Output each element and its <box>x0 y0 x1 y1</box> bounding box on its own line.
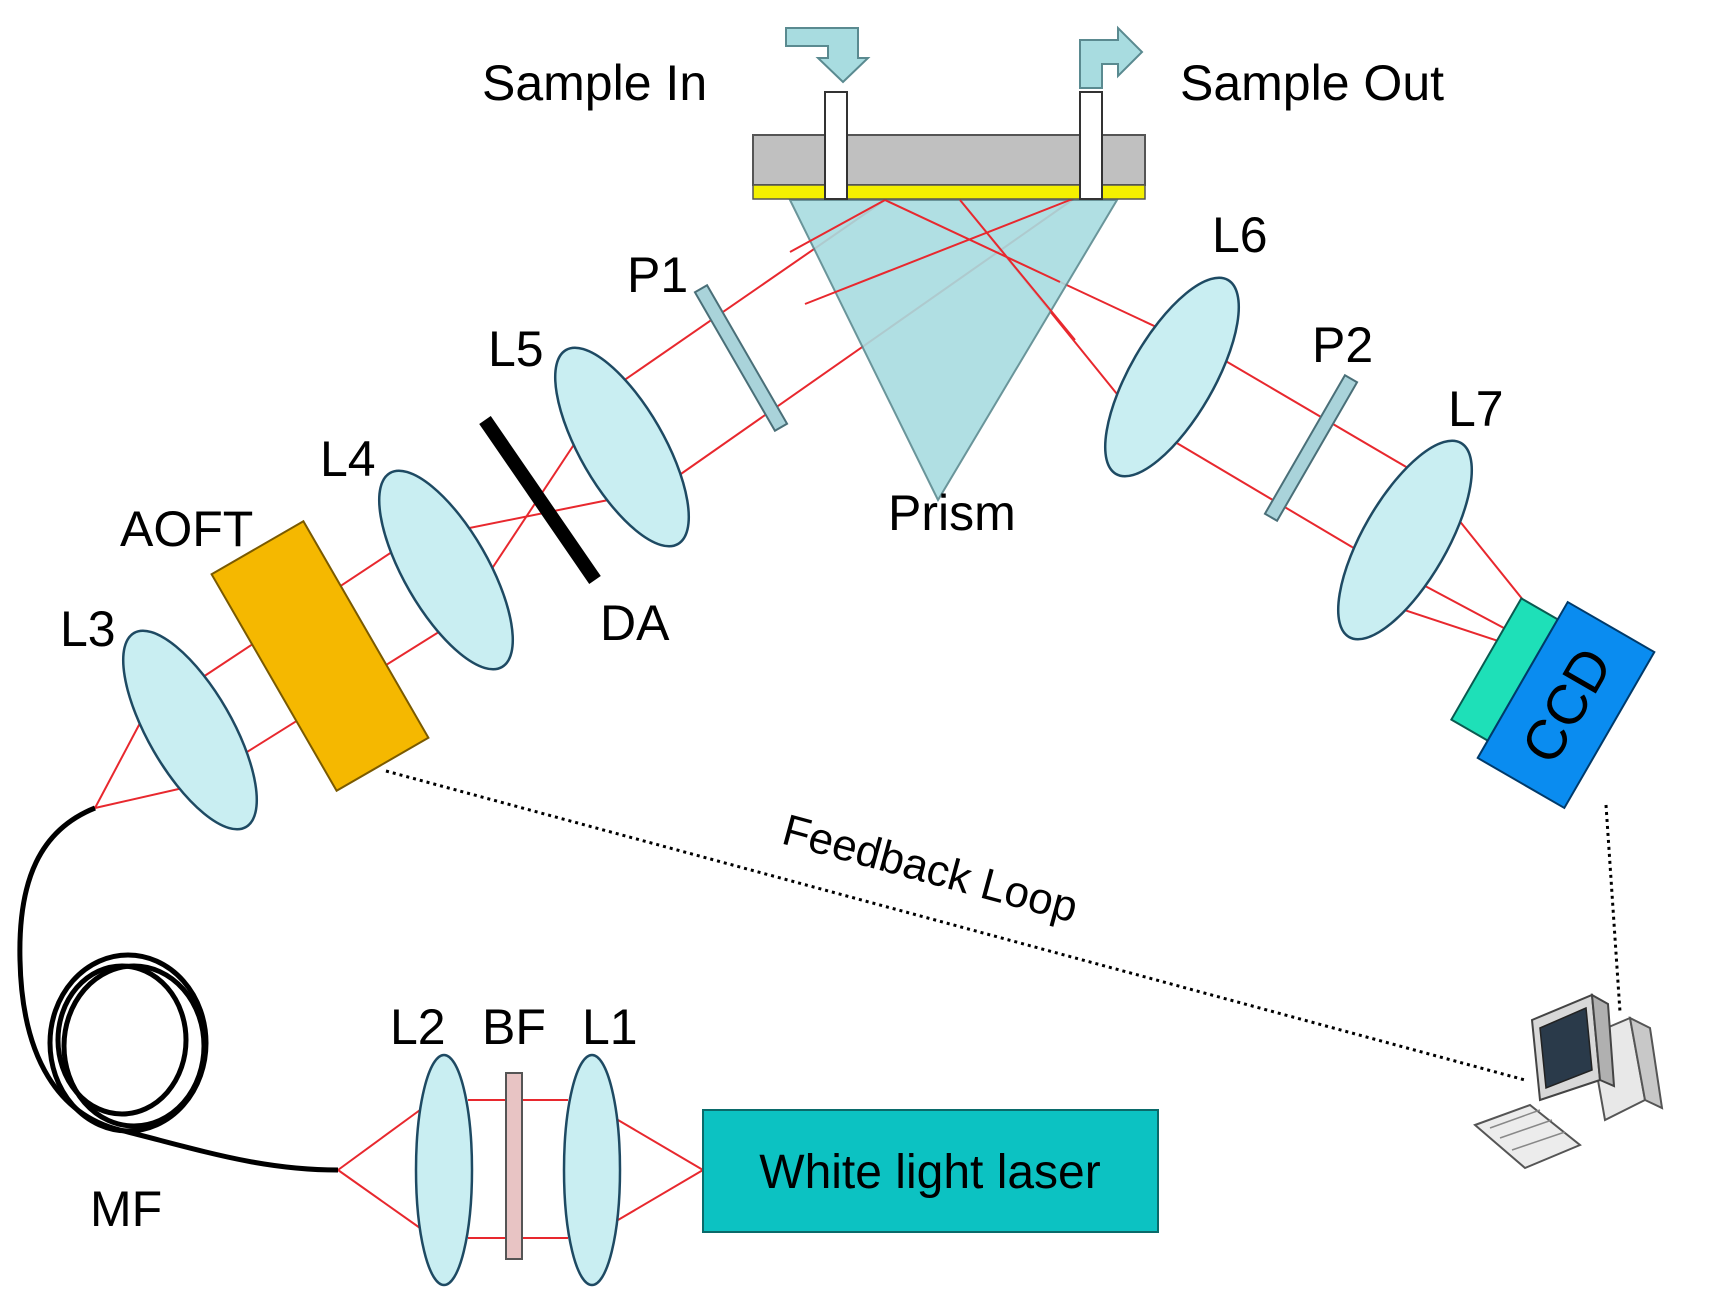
l7-label: L7 <box>1448 381 1504 437</box>
arrow-down-icon <box>785 27 871 84</box>
ccd-body <box>1476 600 1656 810</box>
feedback-loop-label: Feedback Loop <box>777 805 1083 932</box>
lens-l4 <box>377 469 515 671</box>
inlet-tube <box>824 91 848 200</box>
white-light-laser <box>702 1109 1159 1233</box>
lens-l2 <box>414 1053 474 1287</box>
arrow-up-right-icon <box>1079 25 1144 89</box>
outlet-tube <box>1079 91 1103 200</box>
prism <box>788 199 1119 503</box>
prism-label: Prism <box>888 485 1016 541</box>
beams-in-prism <box>789 197 1076 341</box>
l1-label: L1 <box>582 999 638 1055</box>
multimode-fiber <box>17 805 339 1173</box>
feedback-loop-line <box>385 769 1526 1082</box>
lens-l3 <box>121 629 259 831</box>
polarizer-p1 <box>693 283 789 433</box>
diaphragm-aperture <box>479 416 601 584</box>
da-label: DA <box>600 595 670 651</box>
bf-label: BF <box>482 999 546 1055</box>
ccd-to-computer-line <box>1604 804 1622 1013</box>
l3-label: L3 <box>60 601 116 657</box>
l6-label: L6 <box>1212 207 1268 263</box>
l4-label: L4 <box>320 431 376 487</box>
mf-label: MF <box>90 1181 162 1237</box>
polarizer-p2 <box>1263 373 1359 523</box>
lens-l5 <box>553 346 691 548</box>
laser-label: White light laser <box>759 1146 1100 1199</box>
aoft-label: AOFT <box>120 501 253 557</box>
ccd-camera: CCD <box>1449 597 1656 810</box>
sample-in-label: Sample In <box>482 55 707 111</box>
l5-label: L5 <box>488 321 544 377</box>
p1-label: P1 <box>627 247 688 303</box>
lens-l6 <box>1103 276 1241 478</box>
aoft-filter <box>210 519 430 793</box>
lens-l7 <box>1336 439 1474 641</box>
desktop-computer-icon <box>1473 993 1664 1170</box>
sample-out-label: Sample Out <box>1180 55 1444 111</box>
band-filter <box>505 1072 523 1260</box>
lens-l1 <box>562 1053 622 1287</box>
l2-label: L2 <box>390 999 446 1055</box>
p2-label: P2 <box>1312 317 1373 373</box>
